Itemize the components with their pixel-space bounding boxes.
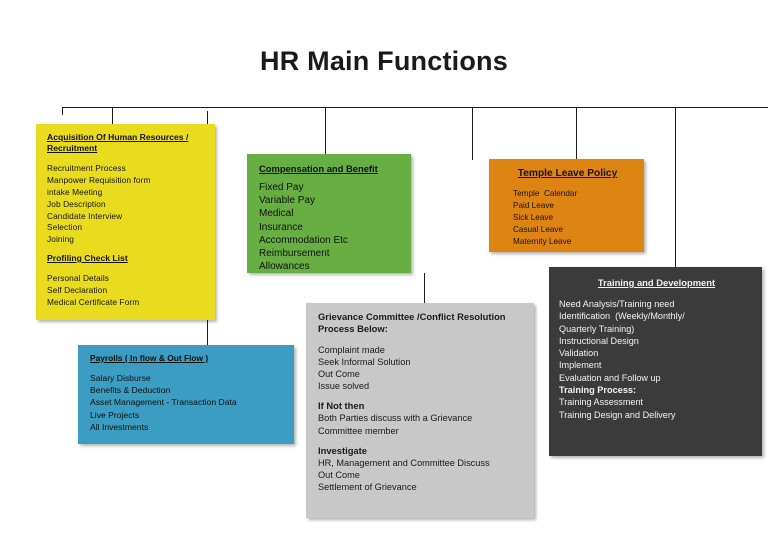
list-item: Training Assessment (559, 397, 644, 408)
spacer (47, 266, 207, 273)
list-item: Settlement of Grievance (318, 482, 417, 493)
list-item: Both Parties discuss with a Grievance (318, 413, 473, 424)
box-temple-leave-policy[interactable]: Temple Leave Policy Temple Calendar Paid… (489, 159, 644, 252)
list-item: Live Projects (90, 409, 140, 420)
connector-trunk-horizontal (62, 107, 768, 108)
list-item: Personal Details (47, 273, 110, 284)
box-training-header: Training and Development (597, 277, 716, 288)
box-payroll-header: Payrolls ( In flow & Out Flow ) (90, 353, 209, 363)
box-grievance-subheader: If Not then (318, 400, 365, 411)
list-item: Asset Management - Transaction Data (90, 397, 237, 408)
list-item: Evaluation and Follow up (559, 372, 661, 383)
list-item: Medical Certificate Form (47, 296, 140, 307)
connector-drop-leave (576, 107, 577, 160)
list-item: Variable Pay (259, 195, 315, 207)
box-compensation-and-benefit[interactable]: Compensation and Benefit Fixed Pay Varia… (247, 154, 411, 273)
list-item: Reimbursement (259, 248, 330, 260)
list-item: Allowances (259, 261, 310, 273)
spacer (318, 336, 526, 344)
list-item: Seek Informal Solution (318, 356, 411, 367)
connector-drop-left-end (62, 107, 63, 115)
connector-drop-training (675, 107, 676, 268)
list-item: Validation (559, 348, 599, 359)
list-item: intake Meeting (47, 186, 103, 197)
spacer (318, 437, 526, 445)
list-item: Complaint made (318, 344, 385, 355)
box-grievance-committee[interactable]: Grievance Committee /Conflict Resolution… (306, 303, 534, 518)
list-item: Casual Leave (513, 224, 564, 234)
list-item: Selection (47, 222, 83, 233)
list-item: Self Declaration (47, 284, 108, 295)
list-item: Issue solved (318, 381, 370, 392)
box-leave-header: Temple Leave Policy (517, 168, 618, 179)
list-item: Recruitment Process (47, 163, 126, 174)
list-item: Paid Leave (513, 200, 554, 210)
connector-drop-leave-left (472, 107, 473, 160)
list-item: Medical (259, 208, 294, 220)
box-payrolls[interactable]: Payrolls ( In flow & Out Flow ) Salary D… (78, 345, 294, 444)
list-item: Accommodation Etc (259, 234, 348, 246)
spacer (318, 392, 526, 400)
list-item: Manpower Requisition form (47, 175, 151, 186)
list-item: Sick Leave (513, 212, 554, 222)
list-item: Candidate Interview (47, 210, 123, 221)
connector-drop-acquisition (112, 107, 113, 131)
list-item: Fixed Pay (259, 182, 304, 194)
list-item: Quarterly Training) (559, 323, 635, 334)
list-item: Out Come (318, 470, 360, 481)
list-item: Insurance (259, 221, 303, 233)
box-grievance-subheader2: Investigate (318, 444, 367, 456)
connector-drop-grievance (424, 273, 425, 304)
list-item: Benefits & Deduction (90, 385, 171, 396)
box-acquisition-of-human-resources[interactable]: Acquisition Of Human Resources /Recruitm… (36, 124, 215, 320)
list-item: Maternity Leave (513, 236, 572, 246)
list-item: Training Design and Delivery (559, 409, 676, 420)
box-training-subheader: Training Process: (559, 384, 637, 395)
list-item: Committee member (318, 425, 399, 436)
list-item: All Investments (90, 421, 149, 432)
list-item: Need Analysis/Training need (559, 299, 675, 310)
box-grievance-header-line2: Process Below: (318, 323, 388, 335)
spacer (47, 246, 207, 253)
box-training-and-development[interactable]: Training and Development Need Analysis/T… (549, 267, 762, 456)
list-item: Joining (47, 234, 74, 245)
page-title: HR Main Functions (260, 46, 508, 76)
connector-drop-payroll (207, 320, 208, 346)
list-item: Job Description (47, 198, 106, 209)
list-item: Implement (559, 360, 602, 371)
list-item: Instructional Design (559, 335, 639, 346)
list-item: HR, Management and Committee Discuss (318, 457, 490, 468)
list-item: Identification (Weekly/Monthly/ (559, 311, 685, 322)
list-item: Out Come (318, 368, 360, 379)
connector-tick-acquisition-right (207, 111, 208, 127)
list-item: Salary Disburse (90, 372, 151, 383)
spacer (47, 156, 207, 163)
box-grievance-header: Grievance Committee /Conflict Resolution (318, 311, 506, 322)
box-acquisition-header: Acquisition Of Human Resources /Recruitm… (47, 132, 189, 154)
box-compensation-header: Compensation and Benefit (259, 163, 378, 174)
box-acquisition-subheader: Profiling Check List (47, 252, 128, 263)
list-item: Temple Calendar (513, 189, 578, 199)
connector-drop-compensation (325, 107, 326, 156)
